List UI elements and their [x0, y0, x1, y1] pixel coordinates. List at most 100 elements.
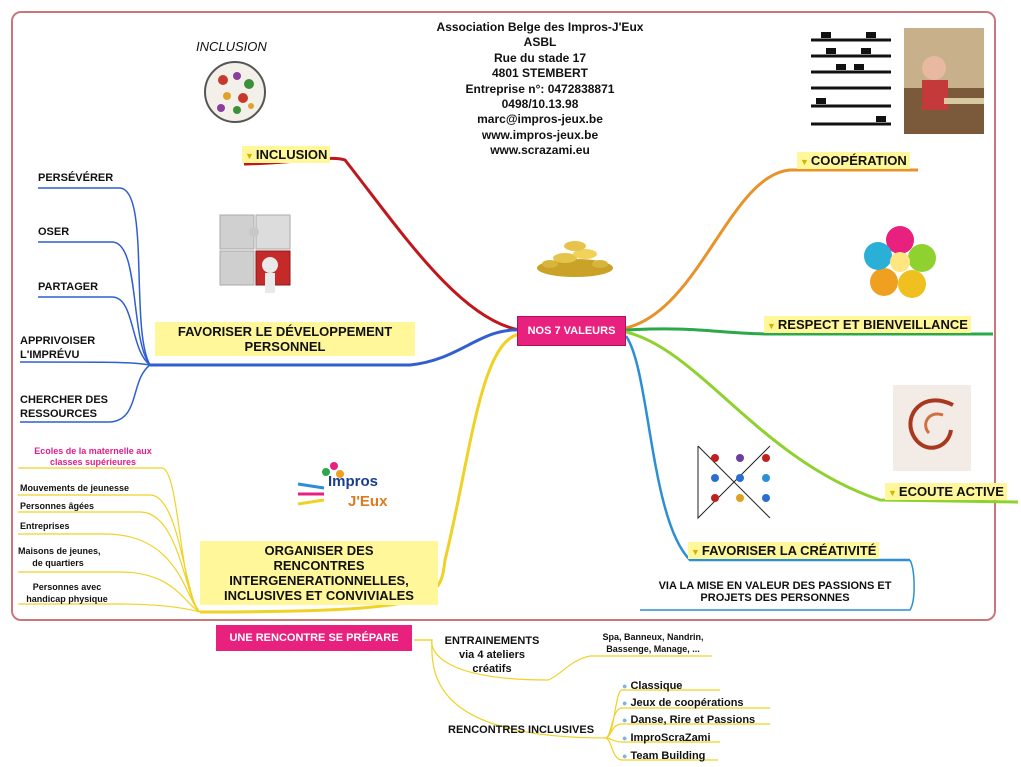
donkeys-cooperation-icon [811, 32, 891, 126]
address-line: Entreprise n°: 0472838871 [465, 81, 615, 96]
address-line: www.impros-jeux.be [481, 127, 599, 142]
dev-chercher: CHERCHER DES RESSOURCES [20, 393, 108, 421]
dev-perseverer: PERSÉVÉRER [38, 172, 114, 184]
value-developpement: FAVORISER LE DÉVELOPPEMENT PERSONNEL [155, 322, 415, 356]
type-danse-label: Danse, Rire et Passions [630, 714, 756, 726]
bullet-icon: ▼ [767, 321, 776, 331]
cooperation-photo [904, 28, 984, 134]
rencontres-line: ORGANISER DES [264, 543, 374, 558]
branch-developpement [150, 328, 521, 367]
ren-maisons-line: de quartiers [32, 558, 84, 568]
address-line: www.scrazami.eu [490, 143, 590, 158]
bullet-icon: ▼ [245, 151, 254, 161]
type-impro: ●ImproScraZami [622, 732, 711, 744]
bullet-icon: ▼ [888, 488, 897, 498]
prep-entrainements-line: créatifs [472, 663, 512, 675]
prepare-node: UNE RENCONTRE SE PRÉPARE [216, 625, 412, 651]
bullet-dot-icon: ● [622, 715, 628, 725]
address-line: ASBL [523, 35, 557, 50]
address-line: 0498/10.13.98 [501, 97, 579, 112]
rencontres-line: INCLUSIVES ET CONVIVIALES [224, 588, 414, 603]
center-node: NOS 7 VALEURS [517, 316, 626, 346]
bullet-dot-icon: ● [622, 698, 628, 708]
prep-entrainements: ENTRAINEMENTS via 4 ateliers créatifs [436, 634, 548, 676]
developpement-line: FAVORISER LE DÉVELOPPEMENT [177, 324, 393, 339]
mindmap-frame [11, 11, 996, 621]
branch-creativite [624, 335, 910, 562]
prep-entrainements-line: via 4 ateliers [458, 649, 526, 661]
rencontres-subbranches [18, 467, 201, 613]
branch-rencontres [199, 332, 521, 614]
developpement-line: PERSONNEL [244, 339, 326, 354]
bullet-dot-icon: ● [622, 681, 628, 691]
impros-jeux-logo: Impros J'Eux [297, 462, 388, 510]
type-jeux-label: Jeux de coopérations [630, 697, 744, 709]
value-inclusion-label: INCLUSION [255, 147, 328, 162]
prep-entrainements-line: ENTRAINEMENTS [444, 635, 540, 647]
inclusion-caption: INCLUSION [196, 39, 267, 54]
developpement-subbranches [19, 187, 151, 423]
value-rencontres: ORGANISER DES RENCONTRES INTERGENERATION… [200, 541, 438, 605]
ren-maisons: Maisons de jeunes, de quartiers [18, 545, 101, 569]
prepare-subbranches [414, 639, 770, 761]
dev-apprivoiser-line: APPRIVOISER [20, 335, 96, 347]
bullet-icon: ▼ [691, 547, 700, 557]
address-line: 4801 STEMBERT [491, 66, 589, 81]
ren-maisons-line: Maisons de jeunes, [18, 546, 101, 556]
value-cooperation: ▼COOPÉRATION [797, 152, 910, 169]
flower-respect-icon [864, 226, 936, 298]
type-classique: ●Classique [622, 680, 682, 692]
nine-dots-creativity-icon [697, 445, 771, 520]
prep-inclusives: RENCONTRES INCLUSIVES [448, 724, 595, 736]
type-danse: ●Danse, Rire et Passions [622, 714, 755, 726]
puzzle-icon [219, 214, 291, 293]
branch-ecoute [625, 330, 1019, 504]
branch-respect [625, 327, 993, 336]
ren-mouvements: Mouvements de jeunesse [20, 483, 130, 493]
dev-apprivoiser-line: L'IMPRÉVU [20, 349, 80, 361]
ren-entreprises: Entreprises [20, 521, 70, 531]
value-respect: ▼RESPECT ET BIENVEILLANCE [764, 316, 971, 333]
rencontres-line: INTERGENERATIONNELLES, [229, 573, 409, 588]
address-line: Association Belge des Impros-J'Eux [436, 20, 644, 34]
value-ecoute-label: ECOUTE ACTIVE [898, 484, 1004, 499]
value-creativite: ▼FAVORISER LA CRÉATIVITÉ [688, 542, 880, 559]
type-classique-label: Classique [630, 680, 683, 692]
prep-lieux-line: Bassenge, Manage, ... [606, 644, 700, 654]
address-line: marc@impros-jeux.be [477, 112, 603, 127]
dev-chercher-line: CHERCHER DES [20, 394, 109, 406]
value-respect-label: RESPECT ET BIENVEILLANCE [777, 317, 968, 332]
logo-text-1: Impros [328, 473, 378, 490]
bullet-dot-icon: ● [622, 733, 628, 743]
value-ecoute: ▼ECOUTE ACTIVE [885, 483, 1007, 500]
ren-ecoles-line: classes supérieures [49, 457, 137, 467]
type-team: ●Team Building [622, 750, 705, 762]
bullet-icon: ▼ [800, 157, 809, 167]
coins-icon [537, 241, 613, 277]
creativite-subtext: VIA LA MISE EN VALEUR DES PASSIONS ET PR… [640, 580, 910, 604]
ren-handicap-line: handicap physique [26, 594, 108, 604]
type-team-label: Team Building [630, 750, 706, 762]
dev-apprivoiser: APPRIVOISER L'IMPRÉVU [20, 334, 95, 362]
ren-handicap: Personnes avec handicap physique [18, 581, 116, 605]
branch-cooperation [625, 168, 918, 330]
ren-handicap-line: Personnes avec [32, 582, 102, 592]
ecoute-illustration [893, 385, 971, 471]
ren-agees: Personnes âgées [20, 501, 95, 511]
creativite-subtext-line: VIA LA MISE EN VALEUR DES PASSIONS ET [658, 580, 892, 592]
dev-oser: OSER [38, 226, 70, 238]
branch-creativite-sub [640, 559, 915, 611]
creativite-subtext-line: PROJETS DES PERSONNES [700, 592, 850, 604]
ren-ecoles: Ecoles de la maternelle aux classes supé… [18, 446, 168, 468]
prep-lieux-line: Spa, Banneux, Nandrin, [602, 632, 704, 642]
ren-ecoles-line: Ecoles de la maternelle aux [34, 446, 152, 456]
inclusion-plate-icon [204, 61, 266, 123]
prep-lieux: Spa, Banneux, Nandrin, Bassenge, Manage,… [588, 631, 718, 655]
address-line: Rue du stade 17 [493, 50, 587, 65]
value-cooperation-label: COOPÉRATION [810, 153, 907, 168]
bullet-dot-icon: ● [622, 751, 628, 761]
value-inclusion: ▼INCLUSION [242, 146, 331, 163]
address-block: Association Belge des Impros-J'Eux ASBL … [420, 20, 660, 159]
logo-text-2: J'Eux [348, 493, 388, 510]
